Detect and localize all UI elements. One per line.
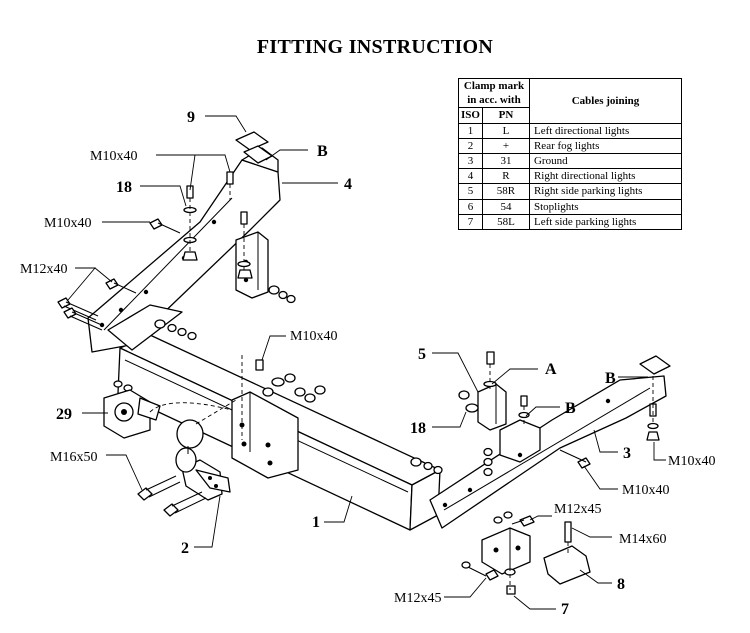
centre-mounting-plate: [231, 391, 299, 479]
label-b-right: B: [605, 370, 616, 387]
label-part-7: 7: [561, 601, 569, 618]
right-washers-nuts: [410, 447, 591, 477]
label-m12x40: M12x40: [20, 262, 67, 277]
cable-desc-cell: Left side parking lights: [528, 213, 683, 231]
label-m12x45-bottom: M12x45: [394, 591, 441, 606]
label-part-5: 5: [418, 346, 426, 363]
pn-cell: 58R: [481, 183, 530, 200]
label-part-4: 4: [344, 176, 352, 193]
label-m12x45-top: M12x45: [554, 502, 601, 517]
label-m10x40-lower: M10x40: [622, 483, 669, 498]
socket-plate: [103, 389, 161, 439]
right-side-bracket: [429, 375, 667, 529]
towball-alignment-dashed: [195, 399, 237, 425]
label-m10x40-left: M10x40: [44, 216, 91, 231]
left-bolts: [57, 218, 181, 331]
label-m16x50: M16x50: [50, 450, 97, 465]
cable-joining-table: Clamp mark in acc. with Cables joining I…: [458, 77, 683, 231]
centre-bolts-nuts: [113, 355, 326, 440]
label-part-29: 29: [56, 406, 72, 423]
label-part-3: 3: [623, 445, 631, 462]
label-m10x40-top: M10x40: [90, 149, 137, 164]
label-part-18-top: 18: [116, 179, 132, 196]
table-row: 2+Rear fog lights: [458, 137, 683, 154]
leader-lines: [67, 115, 666, 610]
table-subheader-row: ISO PN: [458, 107, 682, 124]
label-part-9: 9: [187, 109, 195, 126]
top-clamp-plate: [235, 131, 273, 164]
bottom-clamp-plate: [461, 511, 591, 595]
label-m10x40-right: M10x40: [668, 454, 715, 469]
label-b-top: B: [317, 143, 328, 160]
right-top-clamp-plate: [639, 355, 671, 441]
cable-desc-cell: Right side parking lights: [528, 183, 683, 200]
towball-assembly: [175, 419, 231, 501]
label-part-8: 8: [617, 576, 625, 593]
clamp-mark-header: Clamp mark in acc. with: [458, 77, 530, 109]
label-b-mid: B: [565, 400, 576, 417]
right-angle-bracket: [458, 351, 530, 431]
page-title: FITTING INSTRUCTION: [256, 36, 494, 58]
left-washers-nuts: [154, 285, 296, 341]
label-part-1: 1: [312, 514, 320, 531]
label-a: A: [545, 361, 557, 378]
pn-header: PN: [481, 107, 530, 124]
towball-bolts: [137, 475, 207, 517]
label-part-2: 2: [181, 540, 189, 557]
label-m14x60: M14x60: [619, 532, 666, 547]
wiring-dashed-path: [149, 402, 233, 413]
label-m10x40-centre: M10x40: [290, 329, 337, 344]
label-part-18-mid: 18: [410, 420, 426, 437]
